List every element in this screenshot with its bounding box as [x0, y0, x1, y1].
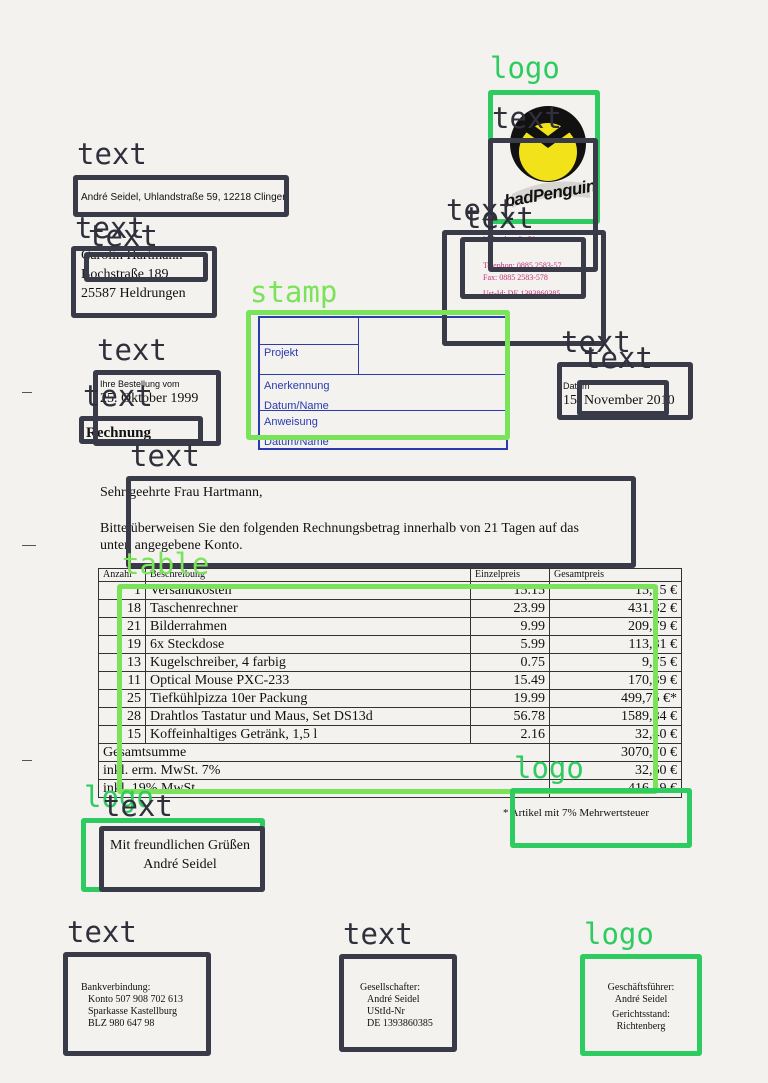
- fold-mark: [22, 545, 36, 546]
- text-annotation-label: text: [561, 325, 631, 359]
- text-annotation-label: text: [583, 341, 653, 375]
- stamp-date-name-label-2: Datum/Name: [264, 436, 329, 448]
- stamp-instruction-label: Anweisung: [264, 416, 318, 428]
- closing-name: André Seidel: [143, 857, 217, 872]
- letter-body: Sehr geehrte Frau Hartmann, Bitte überwe…: [100, 484, 579, 554]
- closing: Mit freundlichen Grüßen André Seidel: [104, 836, 256, 874]
- company-phone: Telephon: 0885 2583-57: [483, 261, 562, 270]
- column-header: Einzelpreis: [470, 568, 550, 582]
- recipient-name: Carolin Hartmann: [81, 248, 183, 263]
- penguin-logo-icon: [510, 106, 590, 208]
- fold-mark: [22, 392, 32, 393]
- column-header: Anzahl: [98, 568, 146, 582]
- company-ust-id: Ust-Id: DE 1393860385: [483, 289, 561, 298]
- order-date-value: 25. Oktober 1999: [100, 391, 199, 406]
- approval-stamp: Projekt Anerkennung Datum/Name Anweisung…: [258, 316, 510, 450]
- column-header: Gesamtpreis: [549, 568, 682, 582]
- total-row: inkl. erm. MwSt. 7%32,60 €: [98, 761, 682, 780]
- invoice-date-label: Datum: [563, 381, 590, 391]
- stamp-date-name-label: Datum/Name: [264, 400, 329, 412]
- company-street: Uhlandstraße 59: [483, 235, 536, 244]
- table-header-row: Anzahl Beschreibung Einzelpreis Gesamtpr…: [98, 568, 682, 582]
- stamp-project-label: Projekt: [264, 347, 299, 359]
- footer-management: Geschäftsführer: André Seidel Gerichtsst…: [607, 982, 675, 1032]
- stamp-annotation-label: stamp: [250, 275, 338, 309]
- text-annotation-label: text: [77, 137, 147, 171]
- company-address: Uhlandstraße 59 Telephon: 0885 2583-57 F…: [483, 234, 562, 300]
- stamp-acknowledgement-label: Anerkennung: [264, 380, 330, 392]
- recipient-city: 25587 Heldrungen: [81, 286, 186, 301]
- invoice-date-value: 15. November 2010: [563, 393, 675, 408]
- invoice-title: Rechnung: [86, 425, 152, 441]
- company-logo: badPenguin: [502, 102, 597, 220]
- text-annotation-label: text: [343, 917, 413, 951]
- fold-mark: [22, 760, 32, 761]
- logo-annotation-label: logo: [490, 51, 560, 85]
- closing-greeting: Mit freundlichen Grüßen: [110, 838, 250, 853]
- text-annotation-label: text: [97, 333, 167, 367]
- sender-line: André Seidel, Uhlandstraße 59, 12218 Cli…: [81, 192, 286, 203]
- body-line: unten angegebene Konto.: [100, 538, 243, 553]
- order-date-block: Ihre Bestellung vom 25. Oktober 1999: [100, 379, 198, 407]
- column-header: Beschreibung: [145, 568, 471, 582]
- footer-bank: Bankverbindung: Konto 507 908 702 613 Sp…: [81, 982, 183, 1029]
- company-fax: Fax: 0885 2583-578: [483, 273, 548, 282]
- footnote: * Artikel mit 7% Mehrwertsteuer: [503, 807, 650, 819]
- invoice-table: Anzahl Beschreibung Einzelpreis Gesamtpr…: [98, 568, 682, 798]
- footer-partners: Gesellschafter: André Seidel UStId-Nr DE…: [360, 982, 433, 1029]
- recipient-street: Bochstraße 189: [81, 267, 169, 282]
- invoice-date-block: Datum 15. November 2010: [563, 381, 675, 409]
- text-annotation-label: text: [67, 915, 137, 949]
- recipient-address: Carolin Hartmann Bochstraße 189 25587 He…: [81, 246, 186, 303]
- salutation: Sehr geehrte Frau Hartmann,: [100, 485, 263, 500]
- body-line: Bitte überweisen Sie den folgenden Rechn…: [100, 521, 579, 536]
- text-annotation-label: text: [75, 211, 145, 245]
- text-annotation-label: text: [130, 439, 200, 473]
- order-date-label: Ihre Bestellung vom: [100, 379, 180, 389]
- logo-annotation-label: logo: [584, 917, 654, 951]
